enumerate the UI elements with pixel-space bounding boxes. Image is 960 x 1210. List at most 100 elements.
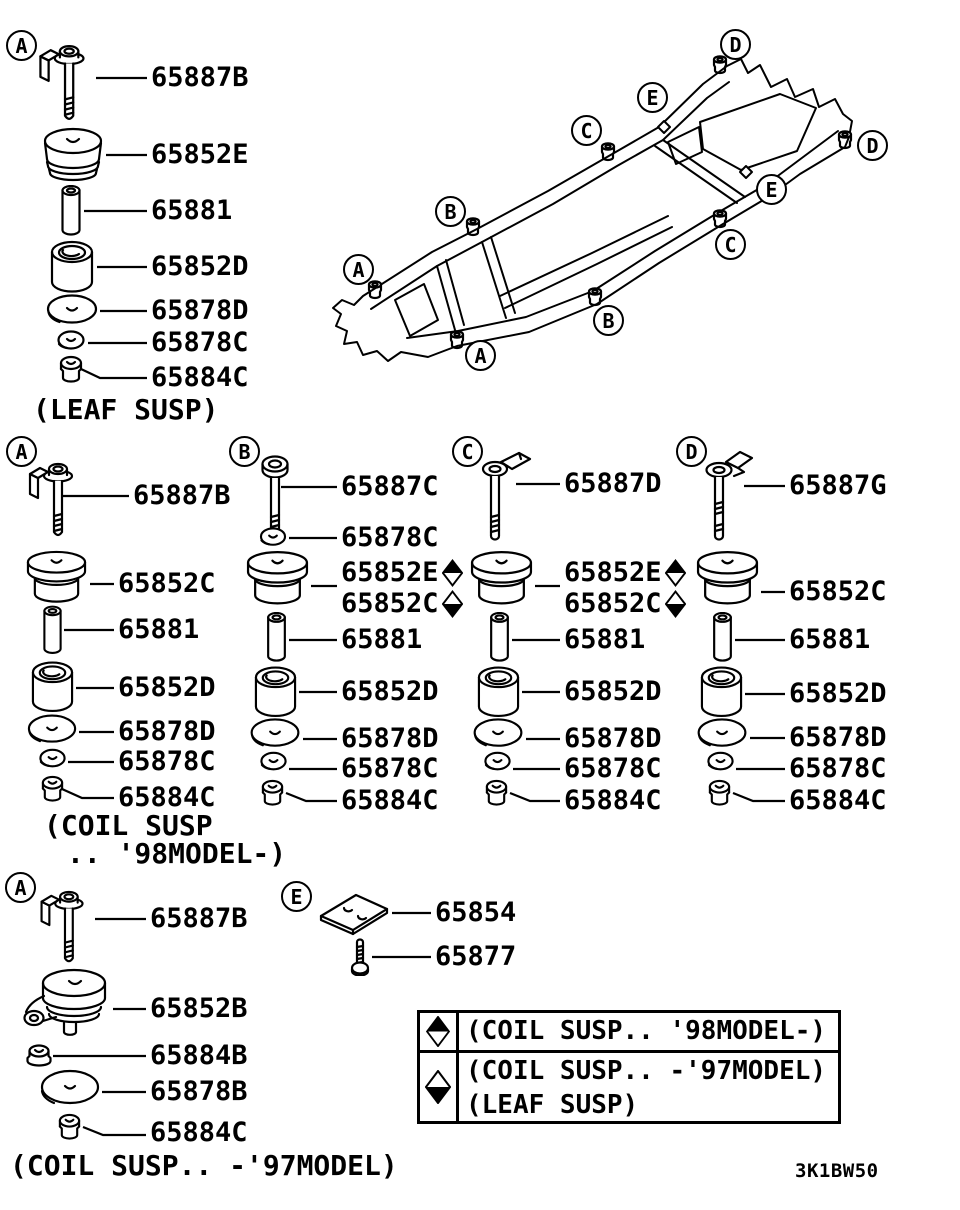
part-art-washer-65878D	[473, 718, 523, 747]
frame-mid-member	[499, 215, 673, 309]
frame-callout-a1: A	[343, 254, 374, 285]
part-number: 65884C	[151, 362, 249, 393]
part-label: 65878C	[118, 746, 216, 778]
frame-callout-d1: D	[720, 29, 751, 60]
part-label: 65887D	[564, 468, 662, 500]
part-label: 65887B	[133, 480, 231, 512]
part-label: 65884C	[564, 785, 662, 817]
part-label: 65878D	[151, 295, 249, 327]
part-label: 65852D	[564, 676, 662, 708]
diamond-bottom-filled-icon	[425, 1070, 451, 1104]
part-label: 65852C	[118, 568, 216, 600]
part-label: 65852D	[151, 251, 249, 283]
part-art-washer-65878C	[484, 751, 511, 771]
part-art-washer-65878D	[250, 718, 300, 747]
part-number: 65878D	[118, 716, 216, 747]
part-number: 65852E	[341, 557, 439, 588]
part-label: 65854	[435, 897, 516, 929]
part-label: 65852D	[341, 676, 439, 708]
frame-callout-b1: B	[435, 196, 466, 227]
part-art-bushing-65852D	[31, 661, 74, 713]
frame-rail-upper-inner	[370, 81, 730, 310]
mount-stub-c2	[712, 209, 728, 229]
part-art-bolt-65887B	[28, 462, 74, 537]
part-label: 65852D	[789, 678, 887, 710]
diamond-bottom-filled-icon	[664, 590, 686, 618]
part-label: 65887B	[151, 62, 249, 94]
part-number: 65852D	[151, 251, 249, 282]
group-callout-coil97-a: A	[5, 872, 36, 903]
part-number: 65852B	[150, 993, 248, 1024]
mount-stub-b2	[587, 287, 603, 307]
part-art-cushion-65852EC	[246, 550, 309, 605]
part-number: 65852E	[151, 139, 249, 170]
part-art-washer-65878C	[39, 748, 66, 768]
frame-callout-e1: E	[637, 82, 668, 113]
part-number: 65881	[118, 614, 200, 645]
part-art-bolt-65887B	[39, 44, 85, 120]
part-label: 65881	[151, 195, 232, 227]
part-number: 65884C	[150, 1117, 248, 1148]
part-label: 65884B	[150, 1040, 248, 1072]
frame-front-opening	[394, 283, 439, 337]
part-art-washer-65878C	[259, 527, 287, 546]
part-number: 65877	[435, 941, 517, 972]
part-label: 65887B	[150, 903, 248, 935]
part-art-cushion-65852EC	[470, 550, 533, 605]
diamond-bottom-filled-icon	[441, 590, 463, 618]
legend-column-divider	[456, 1013, 459, 1121]
part-art-washer-65878C	[707, 751, 734, 771]
part-label: 65887C	[341, 471, 439, 503]
part-number: 65887D	[564, 468, 662, 499]
frame-callout-b2: B	[593, 305, 624, 336]
part-number: 65878D	[564, 723, 662, 754]
legend-row1-text: (COIL SUSP.. '98MODEL-)	[466, 1016, 827, 1046]
part-number: 65852D	[118, 672, 216, 703]
part-art-washer-65878C	[260, 751, 287, 771]
part-number: 65852C	[341, 588, 439, 619]
part-number: 65887G	[789, 470, 887, 501]
part-art-nut-65884C	[59, 355, 83, 383]
part-art-nut-65884C	[708, 779, 731, 806]
part-number: 65852D	[564, 676, 662, 707]
part-label: 65852C	[564, 588, 686, 620]
part-art-nut-65884C	[41, 775, 64, 802]
part-number: 65887B	[150, 903, 248, 934]
frame-callout-c2: C	[715, 229, 746, 260]
part-number: 65878D	[789, 722, 887, 753]
part-art-screw-65877	[350, 938, 370, 976]
part-label: 65852C	[341, 588, 463, 620]
part-number: 65854	[435, 897, 517, 928]
part-number: 65878C	[341, 522, 439, 553]
part-number: 65884C	[564, 785, 662, 816]
part-art-nut-65884C	[485, 779, 508, 806]
part-art-bushing-65852D	[477, 666, 520, 718]
part-art-cushion-65852B	[23, 968, 107, 1036]
part-label: 65884C	[151, 362, 249, 394]
part-art-washer-65878D	[697, 718, 747, 747]
frame-perimeter	[332, 58, 853, 362]
part-number: 65878C	[151, 327, 249, 358]
group-callout-plate-e: E	[281, 881, 312, 912]
part-number: 65881	[151, 195, 233, 226]
part-art-plate-65854	[319, 893, 389, 936]
part-art-bolt-65887D	[481, 451, 532, 541]
frame-crossmember-1	[436, 259, 465, 331]
part-number: 65852D	[341, 676, 439, 707]
part-label: 65881	[118, 614, 199, 646]
part-number: 65887B	[151, 62, 249, 93]
part-art-spacer-65881	[267, 612, 286, 662]
part-art-spacer-65881	[43, 605, 62, 655]
frame-small-opening	[667, 126, 703, 165]
frame-rear-opening	[699, 93, 817, 171]
part-label: 65852C	[789, 576, 887, 608]
part-label: 65884C	[341, 785, 439, 817]
group-callout-leaf-a: A	[6, 30, 37, 61]
part-number: 65887C	[341, 471, 439, 502]
part-number: 65852D	[789, 678, 887, 709]
part-label: 65884C	[118, 782, 216, 814]
part-label: 65878D	[341, 723, 439, 755]
part-number: 65852C	[789, 576, 887, 607]
part-art-cushion-65852C	[696, 550, 759, 605]
